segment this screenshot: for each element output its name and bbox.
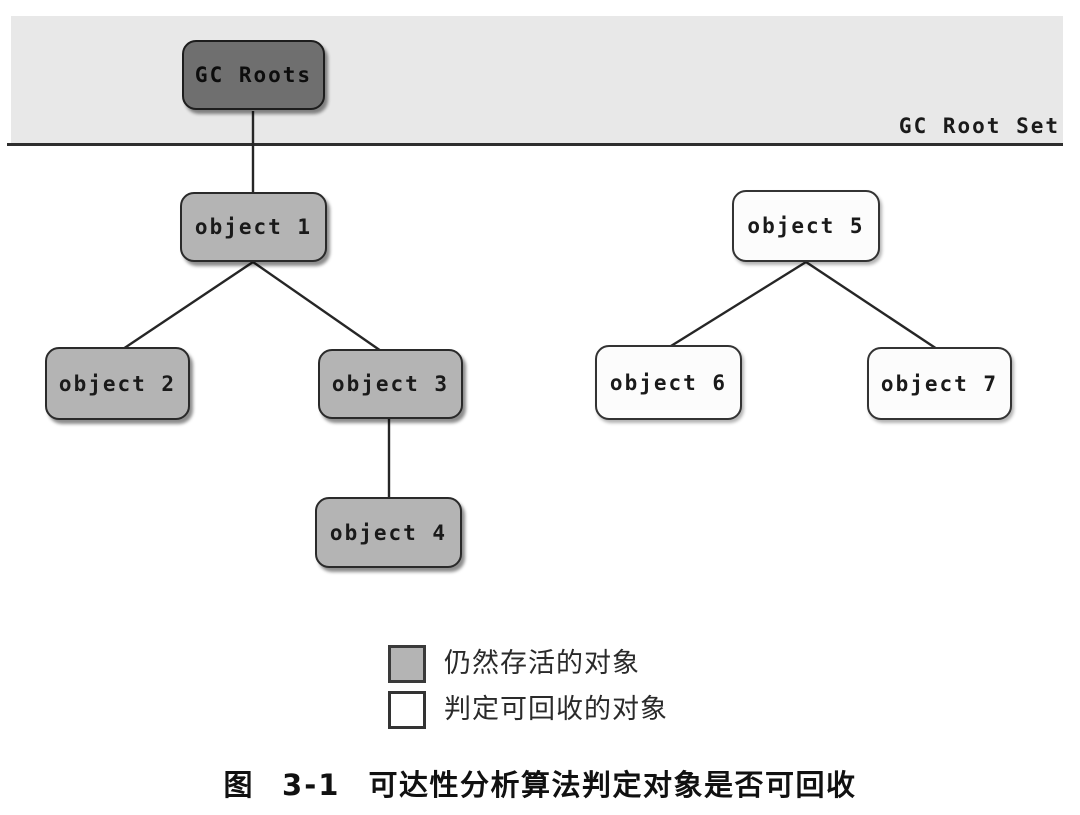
node-object-7-label: object 7 [880, 371, 999, 396]
legend-row-collectible: 判定可回收的对象 [388, 691, 668, 729]
node-object-1-label: object 1 [194, 215, 313, 239]
gc-root-set-divider [7, 143, 1063, 146]
legend-label-alive: 仍然存活的对象 [444, 648, 640, 679]
node-object-2-label: object 2 [58, 371, 177, 396]
node-object-3: object 3 [318, 349, 463, 419]
figure-caption-number: 3-1 [282, 768, 341, 802]
edge-object1-object2 [122, 261, 254, 350]
gc-root-set-label: GC Root Set [898, 114, 1060, 138]
edge-object1-object3 [252, 261, 382, 352]
legend-row-alive: 仍然存活的对象 [388, 645, 668, 683]
node-object-7: object 7 [867, 347, 1012, 420]
node-object-6: object 6 [595, 345, 742, 420]
node-object-1: object 1 [180, 192, 327, 262]
node-object-4: object 4 [315, 497, 462, 568]
legend-swatch-collectible [388, 691, 426, 729]
edge-object5-object6 [670, 260, 807, 348]
node-gc-roots-label: GC Roots [194, 63, 313, 87]
node-object-5-label: object 5 [747, 214, 865, 238]
figure-caption-prefix: 图 [223, 768, 255, 802]
node-object-4-label: object 4 [329, 520, 448, 545]
legend-label-collectible: 判定可回收的对象 [444, 694, 668, 725]
legend-swatch-alive [388, 645, 426, 683]
edge-object5-object7 [805, 261, 938, 350]
figure-caption: 图 3-1 可达性分析算法判定对象是否可回收 [0, 762, 1080, 804]
node-gc-roots: GC Roots [182, 40, 325, 110]
node-object-5: object 5 [732, 190, 880, 262]
node-object-2: object 2 [45, 347, 190, 420]
node-object-3-label: object 3 [331, 372, 450, 396]
legend: 仍然存活的对象 判定可回收的对象 [388, 645, 668, 729]
node-object-6-label: object 6 [609, 370, 728, 395]
figure-caption-title: 可达性分析算法判定对象是否可回收 [368, 768, 857, 802]
